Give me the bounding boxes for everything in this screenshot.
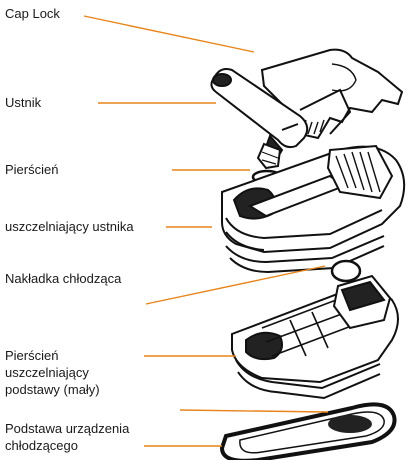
- label-podstawa-line1: Podstawa urządzenia: [5, 420, 129, 437]
- label-ustnik: Ustnik: [5, 94, 41, 111]
- base-gasket-ring: [222, 404, 395, 460]
- label-cap-lock: Cap Lock: [5, 5, 60, 22]
- label-pierscien: Pierścień: [5, 161, 58, 178]
- leader-line-pierscien-podstawy-2: [180, 410, 328, 412]
- label-podstawa-line2: chłodzącego: [5, 437, 78, 454]
- cooling-attachment-part: [222, 146, 404, 272]
- label-pierscien-podstawy-line3: podstawy (mały): [5, 381, 100, 398]
- leader-line-nakladka: [146, 266, 325, 304]
- label-pierscien-podstawy-line2: uszczelniający: [5, 364, 89, 381]
- label-pierscien-podstawy-line1: Pierścień: [5, 347, 58, 364]
- label-nakladka-chlodzaca: Nakładka chłodząca: [5, 270, 121, 287]
- label-uszczelniajacy-ustnika: uszczelniający ustnika: [5, 218, 134, 235]
- cooling-base-part: [232, 276, 398, 398]
- leader-line-cap-lock: [84, 16, 254, 52]
- base-seal-ring: [332, 261, 360, 281]
